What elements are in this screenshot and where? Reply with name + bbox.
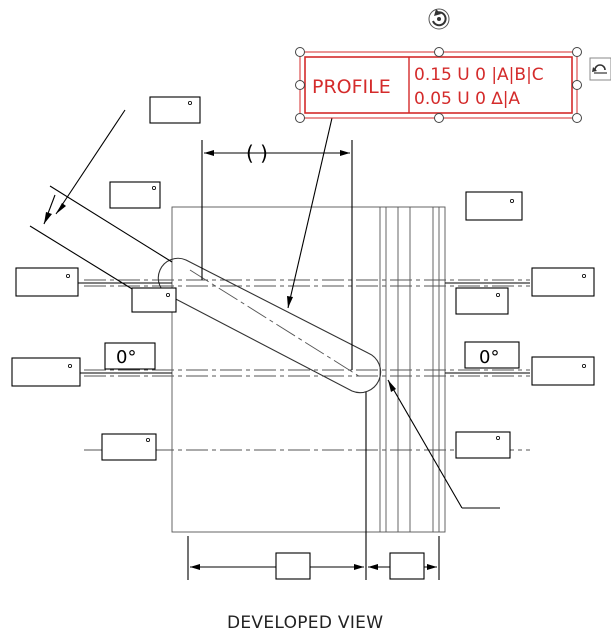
dim-box-left-1[interactable] bbox=[109, 181, 161, 209]
dimension-boxes[interactable] bbox=[11, 96, 595, 580]
feature-control-frame[interactable]: PROFILE 0.15 U 0 |A|B|C 0.05 U 0 ∆|A bbox=[295, 47, 582, 123]
dim-box-right-3[interactable] bbox=[455, 287, 509, 315]
resize-handle-ml[interactable] bbox=[295, 80, 305, 90]
resize-handle-mr[interactable] bbox=[572, 80, 582, 90]
resize-handle-tr[interactable] bbox=[572, 47, 582, 57]
dim-box-bottom-2[interactable] bbox=[389, 552, 425, 580]
fcf-frame bbox=[304, 56, 573, 114]
undo-arrow-icon[interactable] bbox=[589, 57, 611, 81]
slot-feature[interactable] bbox=[157, 257, 382, 394]
side-leaders bbox=[78, 282, 530, 374]
dim-box-right-5[interactable] bbox=[455, 431, 511, 459]
resize-handle-tl[interactable] bbox=[295, 47, 305, 57]
box-markers bbox=[66, 101, 587, 442]
dim-box-bottom-1[interactable] bbox=[275, 552, 311, 580]
fcf-row-2: 0.05 U 0 ∆|A bbox=[414, 89, 520, 109]
dim-box-left-5[interactable] bbox=[101, 433, 157, 461]
resize-handle-tm[interactable] bbox=[434, 47, 444, 57]
dim-box-top-left[interactable] bbox=[149, 96, 201, 124]
view-caption: DEVELOPED VIEW bbox=[227, 613, 383, 633]
dim-box-right-2[interactable] bbox=[531, 267, 595, 297]
dim-box-right-angle[interactable] bbox=[464, 341, 520, 369]
part-outline bbox=[171, 206, 446, 533]
dim-box-right-4[interactable] bbox=[531, 356, 595, 386]
fcf-leader bbox=[287, 117, 333, 309]
bottom-dimensions bbox=[187, 392, 440, 580]
reference-dimension-parens[interactable]: ( ) bbox=[246, 141, 268, 165]
top-dimension: ( ) bbox=[201, 140, 353, 370]
dim-box-right-1[interactable] bbox=[465, 191, 523, 221]
angle-label-left: 0° bbox=[116, 347, 136, 368]
lower-right-leader bbox=[387, 379, 500, 509]
resize-handle-bl[interactable] bbox=[295, 113, 305, 123]
resize-handle-br[interactable] bbox=[572, 113, 582, 123]
rotate-icon[interactable] bbox=[428, 8, 450, 30]
fcf-characteristic: PROFILE bbox=[312, 76, 391, 98]
angled-dimension bbox=[29, 109, 173, 301]
dim-box-left-3[interactable] bbox=[131, 287, 177, 313]
resize-handle-bm[interactable] bbox=[434, 113, 444, 123]
dim-box-left-4[interactable] bbox=[11, 357, 81, 387]
dim-box-left-2[interactable] bbox=[15, 267, 79, 297]
fcf-row-1: 0.15 U 0 |A|B|C bbox=[414, 65, 544, 85]
dim-box-left-angle[interactable] bbox=[104, 342, 156, 370]
angle-label-right: 0° bbox=[479, 347, 499, 368]
